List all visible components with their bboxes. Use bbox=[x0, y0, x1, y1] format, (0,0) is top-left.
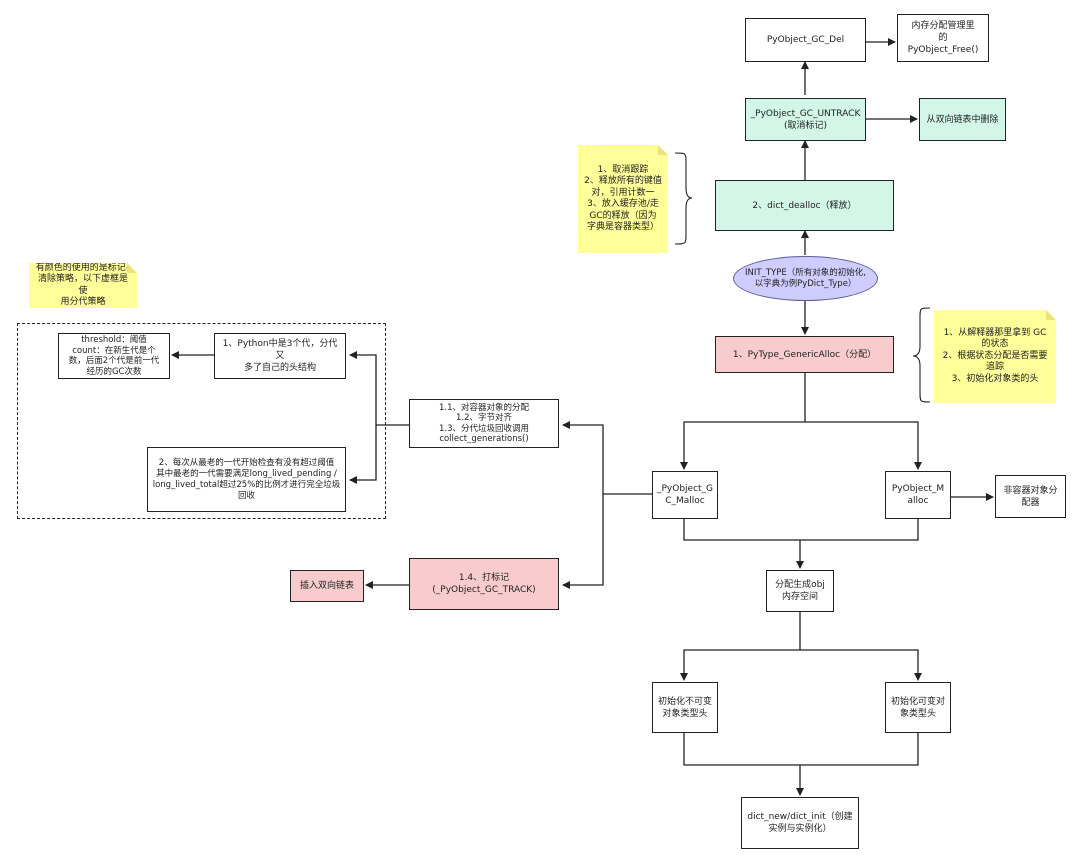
node-dict-dealloc: 2、dict_dealloc（释放） bbox=[715, 180, 894, 231]
node-gc-track: 1.4、打标记 (_PyObject_GC_TRACK) bbox=[409, 558, 559, 610]
node-init-type: INIT_TYPE（所有对象的初始化, 以字典为例PyDict_Type） bbox=[733, 256, 878, 301]
node-gc-untrack: _PyObject_GC_UNTRACK (取消标记) bbox=[745, 98, 866, 141]
node-dict-new: dict_new/dict_init（创建 实例与实例化） bbox=[741, 797, 859, 849]
node-non-container-allocator: 非容器对象分 配器 bbox=[995, 475, 1066, 518]
node-threshold: threshold：阈值 count：在新生代是个 数，后面2个代是前一代 经历… bbox=[58, 333, 170, 379]
note-color-legend: 有颜色的使用的是标记– 清除策略，以下虚框是使 用分代策略 bbox=[29, 263, 137, 308]
node-init-mutable: 初始化可变对 象类型头 bbox=[885, 682, 951, 733]
note-dealloc-steps: 1、取消跟踪 2、释放所有的键值 对，引用计数一 3、放入缓存池/走 GC的释放… bbox=[578, 145, 668, 253]
generational-strategy-frame bbox=[17, 323, 386, 519]
node-gc-malloc: _PyObject_G C_Malloc bbox=[652, 471, 718, 519]
node-insert-list: 插入双向链表 bbox=[290, 570, 364, 602]
node-check-generations: 2、每次从最老的一代开始检查有没有超过阈值 其中最老的一代需要满足long_li… bbox=[147, 447, 346, 512]
node-container-alloc: 1.1、对容器对象的分配 1.2、字节对齐 1.3、分代垃圾回收调用 colle… bbox=[409, 399, 559, 448]
node-mem-free: 内存分配管理里 的 PyObject_Free() bbox=[897, 14, 989, 62]
node-gc-del: PyObject_GC_Del bbox=[745, 18, 866, 62]
node-generic-alloc: 1、PyType_GenericAlloc（分配） bbox=[715, 336, 894, 373]
node-obj-malloc: PyObject_M alloc bbox=[885, 471, 951, 519]
node-three-generations: 1、Python中是3个代，分代又 多了自己的头结构 bbox=[214, 333, 346, 379]
node-alloc-obj: 分配生成obj 内存空间 bbox=[766, 570, 834, 612]
note-alloc-steps: 1、从解释器那里拿到 GC 的状态 2、根据状态分配是否需要 追踪 3、初始化对… bbox=[934, 310, 1056, 403]
node-init-immutable: 初始化不可变 对象类型头 bbox=[652, 682, 718, 733]
node-remove-from-list: 从双向链表中删除 bbox=[919, 98, 1006, 141]
